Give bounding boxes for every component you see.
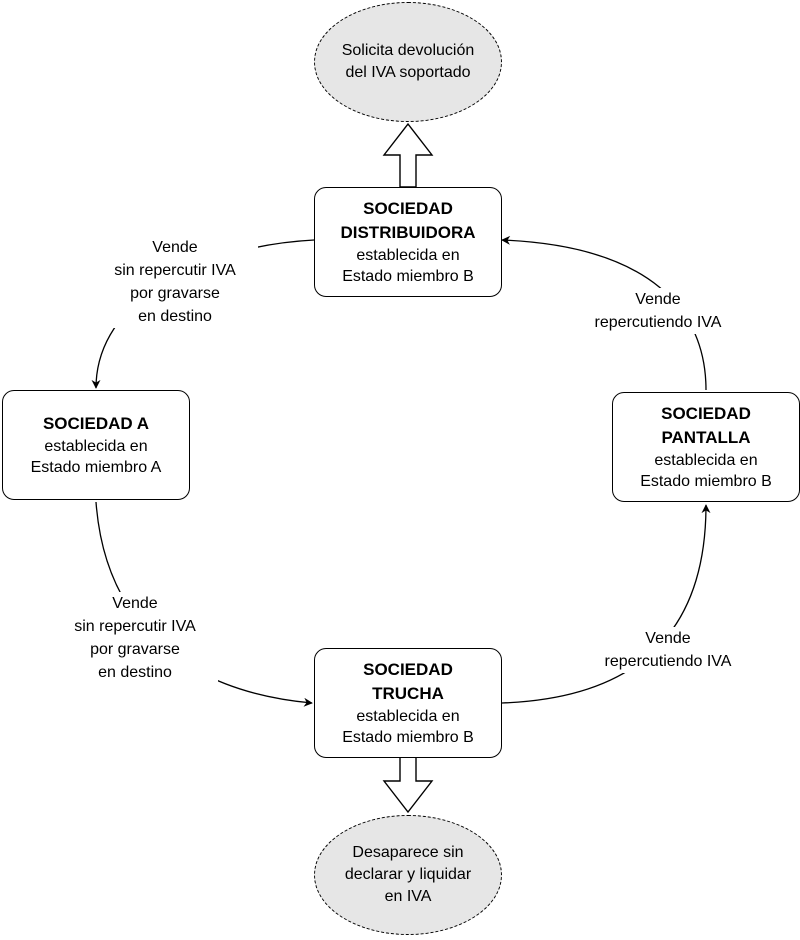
node-subtitle: Estado miembro A xyxy=(30,459,162,476)
node-sociedad-trucha: SOCIEDAD TRUCHA establecida en Estado mi… xyxy=(314,648,502,758)
node-subtitle: Estado miembro B xyxy=(640,473,772,490)
edge-label-line: por gravarse xyxy=(90,641,180,658)
node-sociedad-distribuidora: SOCIEDAD DISTRIBUIDORA establecida en Es… xyxy=(314,187,502,297)
edge-pantalla-to-distribuidora xyxy=(501,235,707,391)
node-title: SOCIEDAD xyxy=(363,199,453,218)
node-subtitle: establecida en xyxy=(356,247,460,264)
block-arrow-down xyxy=(382,756,434,814)
node-subtitle: Estado miembro B xyxy=(342,268,474,285)
node-title: PANTALLA xyxy=(661,428,751,447)
node-title: SOCIEDAD xyxy=(363,660,453,679)
edge-label-line: en destino xyxy=(138,308,212,325)
node-sociedad-a: SOCIEDAD A establecida en Estado miembro… xyxy=(2,390,190,500)
edge-trucha-to-pantalla xyxy=(501,504,711,704)
node-title: TRUCHA xyxy=(372,684,444,703)
edge-label-line: repercutiendo IVA xyxy=(604,653,732,670)
outcome-line: declarar y liquidar xyxy=(344,866,472,883)
node-subtitle: establecida en xyxy=(654,452,758,469)
edge-label-pantalla-to-distribuidora: Vende repercutiendo IVA xyxy=(568,288,748,334)
outcome-line: en IVA xyxy=(384,888,432,905)
outcome-refund-request: Solicita devolución del IVA soportado xyxy=(314,2,502,122)
edge-label-line: Vende xyxy=(112,595,158,612)
edge-label-line: sin repercutir IVA xyxy=(114,262,236,279)
outcome-line: Desaparece sin xyxy=(352,844,464,861)
edge-label-line: por gravarse xyxy=(130,285,220,302)
edge-label-distribuidora-to-a: Vende sin repercutir IVA por gravarse en… xyxy=(92,236,258,328)
node-title: SOCIEDAD A xyxy=(42,414,150,433)
edge-label-line: en destino xyxy=(98,664,172,681)
node-subtitle: establecida en xyxy=(44,438,148,455)
node-subtitle: establecida en xyxy=(356,708,460,725)
outcome-line: del IVA soportado xyxy=(345,64,471,81)
node-subtitle: Estado miembro B xyxy=(342,729,474,746)
edge-label-trucha-to-pantalla: Vende repercutiendo IVA xyxy=(578,627,758,673)
edge-label-a-to-trucha: Vende sin repercutir IVA por gravarse en… xyxy=(52,592,218,684)
edge-label-line: Vende xyxy=(635,291,681,308)
edge-label-line: Vende xyxy=(152,239,198,256)
block-arrow-up xyxy=(382,122,434,188)
node-title: DISTRIBUIDORA xyxy=(340,223,476,242)
edge-label-line: Vende xyxy=(645,630,691,647)
edge-label-line: sin repercutir IVA xyxy=(74,618,196,635)
node-sociedad-pantalla: SOCIEDAD PANTALLA establecida en Estado … xyxy=(612,392,800,502)
node-title: SOCIEDAD xyxy=(661,404,751,423)
edge-label-line: repercutiendo IVA xyxy=(594,314,722,331)
outcome-disappears: Desaparece sin declarar y liquidar en IV… xyxy=(314,815,502,935)
outcome-line: Solicita devolución xyxy=(341,42,475,59)
